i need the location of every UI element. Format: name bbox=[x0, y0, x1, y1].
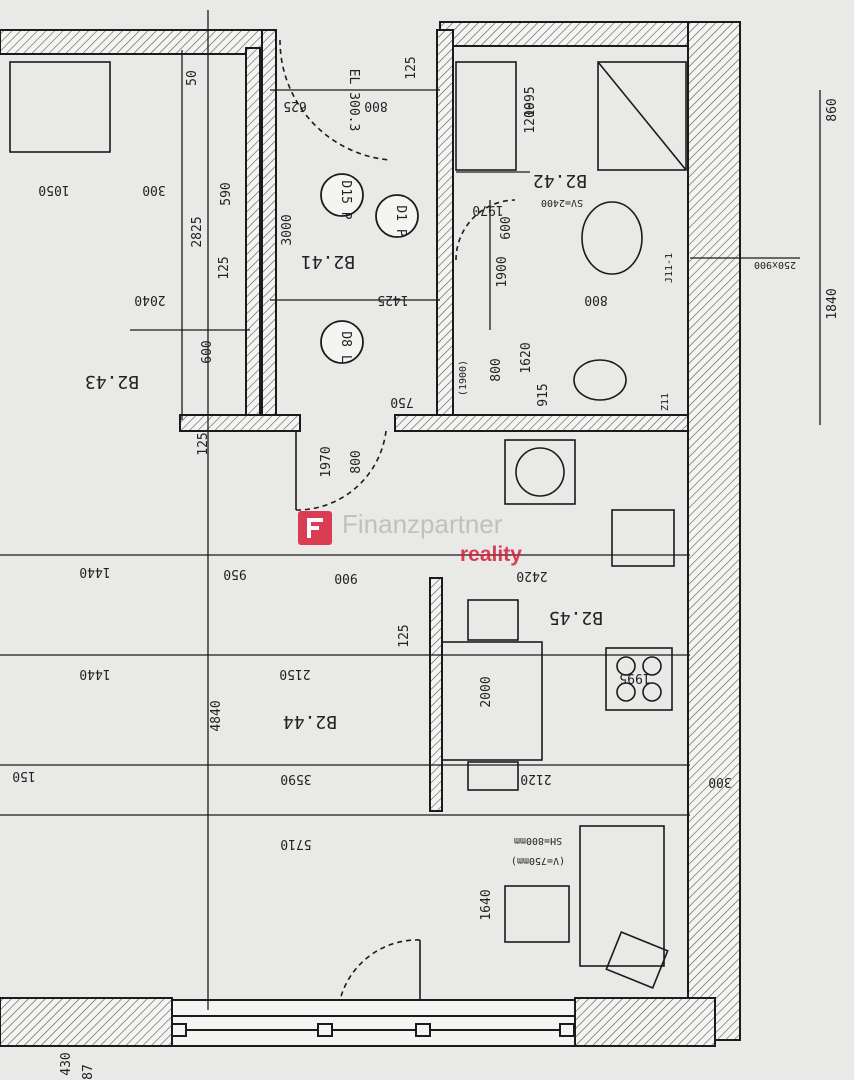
dimension-label: 800 bbox=[364, 98, 387, 113]
exterior-walls bbox=[0, 21, 741, 1047]
dimension-label: 2000 bbox=[479, 676, 494, 707]
dimension-label: 800 bbox=[349, 450, 364, 473]
dimension-label: 860 bbox=[825, 98, 840, 121]
annotation: Z11 bbox=[660, 393, 671, 411]
washbasin bbox=[581, 201, 643, 275]
wall-b241-left bbox=[261, 29, 277, 416]
dimension-label: 430 bbox=[59, 1052, 74, 1075]
door-code: D8 L bbox=[338, 331, 353, 362]
bottom-wall-right bbox=[574, 997, 716, 1047]
dimension-label: 125 bbox=[397, 624, 412, 647]
right-wall bbox=[687, 21, 741, 1041]
dimension-label: 600 bbox=[499, 216, 514, 239]
annotation: (V=750mm) bbox=[511, 855, 565, 866]
dimension-label: 2420 bbox=[516, 568, 547, 583]
bottom-wall-left bbox=[0, 997, 173, 1047]
wall-b243-right bbox=[245, 47, 261, 416]
dining-table bbox=[441, 641, 543, 761]
cooktop bbox=[605, 647, 673, 711]
dimension-label: 3000 bbox=[280, 214, 295, 245]
top-wall-left bbox=[0, 29, 263, 55]
office-chair bbox=[504, 885, 570, 943]
shower-tray bbox=[597, 61, 687, 171]
dimension-label: 915 bbox=[536, 383, 551, 406]
dimension-label: 125 bbox=[196, 432, 211, 455]
dimension-label: 50 bbox=[185, 70, 200, 86]
room-label: B2.43 bbox=[85, 371, 139, 392]
dimension-label: 2825 bbox=[190, 216, 205, 247]
dimension-label: 150 bbox=[12, 768, 35, 783]
dimension-label: 4840 bbox=[209, 700, 224, 731]
annotation: J11-1 bbox=[664, 253, 675, 283]
annotation: (1900) bbox=[458, 360, 469, 396]
room-label: B2.44 bbox=[283, 711, 337, 732]
dimension-label: 1440 bbox=[79, 564, 110, 579]
kitchen-sink bbox=[611, 509, 675, 567]
dimension-label: 590 bbox=[219, 182, 234, 205]
dimension-label: 1995 bbox=[523, 86, 538, 117]
wall-mid-left bbox=[179, 414, 301, 432]
dimension-label: 1440 bbox=[79, 666, 110, 681]
dimension-label: 1050 bbox=[38, 182, 69, 197]
annotation: 250x900 bbox=[754, 259, 796, 270]
door-code: D1 P bbox=[393, 205, 408, 236]
dimension-label: 950 bbox=[223, 566, 246, 581]
annotation: SH=800mm bbox=[514, 835, 562, 846]
dimension-label: 800 bbox=[584, 292, 607, 307]
dimension-label: 2040 bbox=[134, 292, 165, 307]
door-code: EL 300.3 bbox=[346, 69, 361, 132]
watermark: Finanzpartner reality bbox=[298, 507, 568, 577]
dimension-label: 625 bbox=[283, 98, 306, 113]
chair-top bbox=[467, 599, 519, 641]
furniture bbox=[9, 61, 687, 989]
doors bbox=[279, 39, 516, 1001]
dimension-label: 600 bbox=[200, 340, 215, 363]
room-label: B2.45 bbox=[549, 607, 603, 628]
chair-bottom bbox=[467, 761, 519, 791]
dimension-lines bbox=[0, 10, 821, 1010]
bottom-window bbox=[171, 999, 576, 1047]
dimension-label: 1200 bbox=[523, 102, 538, 133]
dimension-label: 125 bbox=[217, 256, 232, 279]
dimension-label: 2150 bbox=[279, 666, 310, 681]
dimension-label: 800 bbox=[489, 358, 504, 381]
armchair bbox=[605, 931, 669, 989]
dimension-label: 5710 bbox=[280, 836, 311, 851]
watermark-sub: reality bbox=[460, 543, 522, 566]
dimension-label: 1640 bbox=[479, 889, 494, 920]
toilet bbox=[573, 359, 627, 401]
dimension-label: 1970 bbox=[319, 446, 334, 477]
dimension-label: 1620 bbox=[519, 342, 534, 373]
dimension-label: 1840 bbox=[825, 288, 840, 319]
dimension-label: 2120 bbox=[520, 771, 551, 786]
door-code: D15 P bbox=[338, 180, 353, 219]
wall-mid-right bbox=[394, 414, 689, 432]
bed-top bbox=[9, 61, 111, 153]
dimension-label: 750 bbox=[390, 394, 413, 409]
dimension-label: 125 bbox=[404, 56, 419, 79]
wall-b241-right bbox=[436, 29, 454, 426]
kitchen-partition bbox=[429, 577, 443, 812]
dimension-label: 900 bbox=[334, 570, 357, 585]
watermark-brand: Finanzpartner bbox=[342, 509, 503, 539]
finanzpartner-logo-icon bbox=[298, 511, 332, 545]
dimension-label: 87 bbox=[81, 1064, 96, 1080]
door-tags bbox=[320, 173, 419, 364]
washing-machine bbox=[504, 439, 576, 505]
dimension-label: 1425 bbox=[377, 292, 408, 307]
dimension-label: 300 bbox=[708, 774, 731, 789]
annotation: SV=2400 bbox=[541, 197, 583, 208]
dimension-label: 3590 bbox=[280, 771, 311, 786]
dimension-label: 1995 bbox=[619, 670, 650, 685]
dimension-label: 1970 bbox=[472, 202, 503, 217]
dimension-label: 300 bbox=[142, 182, 165, 197]
dimension-label: 1900 bbox=[495, 256, 510, 287]
cabinet bbox=[455, 61, 517, 171]
desk bbox=[579, 825, 665, 967]
room-label: B2.41 bbox=[301, 251, 355, 272]
room-label: B2.42 bbox=[533, 170, 587, 191]
